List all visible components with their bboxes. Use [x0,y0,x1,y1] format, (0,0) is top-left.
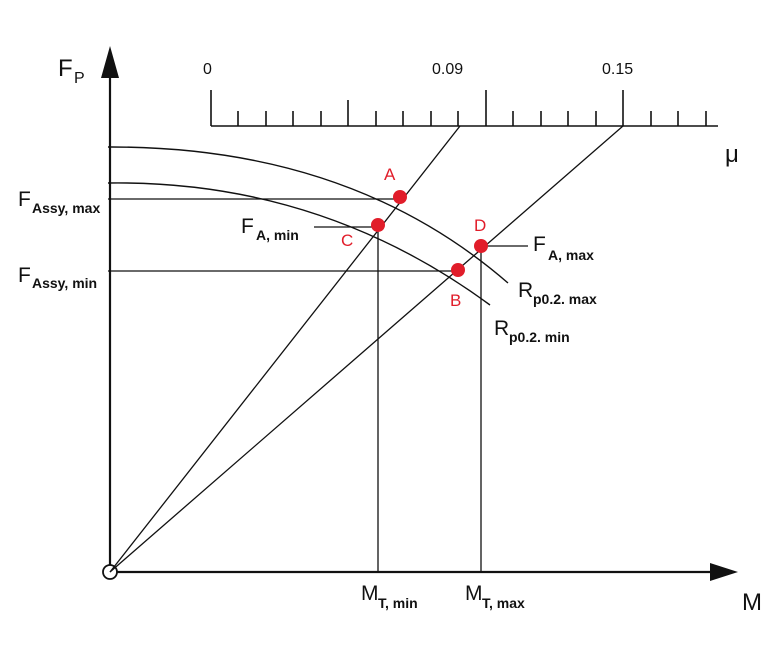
yield-curves [107,146,509,306]
f-a-min-subscript: A, min [256,227,299,243]
point-a-marker [393,190,407,204]
rp-max-subscript: p0.2. max [533,291,597,307]
point-b-label: B [450,291,461,310]
f-assy-min-subscript: Assy, min [32,275,97,291]
mt-min-subscript: T, min [378,595,418,611]
mt-max-label: M [465,582,483,605]
f-a-max-subscript: A, max [548,247,594,263]
f-assy-max-label: F [18,188,31,211]
y-axis-arrowhead [101,46,119,78]
point-d-marker [474,239,488,253]
mt-max-subscript: T, max [482,595,525,611]
mu-tick-label-009: 0.09 [432,61,463,78]
point-c-label: C [341,231,353,250]
mu-axis-label: μ [725,141,739,168]
rp-max-label: R [518,279,533,302]
friction-rays [109,125,624,573]
y-axis-subscript: P [74,70,85,87]
f-a-min-label: F [241,215,254,238]
f-assy-min-label: F [18,264,31,287]
axes [108,75,725,574]
ray-to-mu-015 [109,125,624,573]
f-assy-max-subscript: Assy, max [32,200,100,216]
curve-rp-max [107,146,509,284]
rp-min-label: R [494,317,509,340]
y-axis-label: F [58,55,73,82]
mu-tick-label-0: 0 [203,61,212,78]
mu-tick-label-015: 0.15 [602,61,633,78]
mt-min-label: M [361,582,379,605]
point-b-marker [451,263,465,277]
point-c-marker [371,218,385,232]
point-a-label: A [384,165,396,184]
ray-to-mu-009 [109,125,461,573]
intersection-points [371,190,488,277]
x-axis-label: M [742,589,762,616]
rp-min-subscript: p0.2. min [509,329,570,345]
point-d-label: D [474,216,486,235]
projection-lines [108,198,528,572]
x-axis-arrowhead [710,563,738,581]
curve-rp-min [107,182,491,306]
f-a-max-label: F [533,233,546,256]
mu-scale [210,90,718,127]
